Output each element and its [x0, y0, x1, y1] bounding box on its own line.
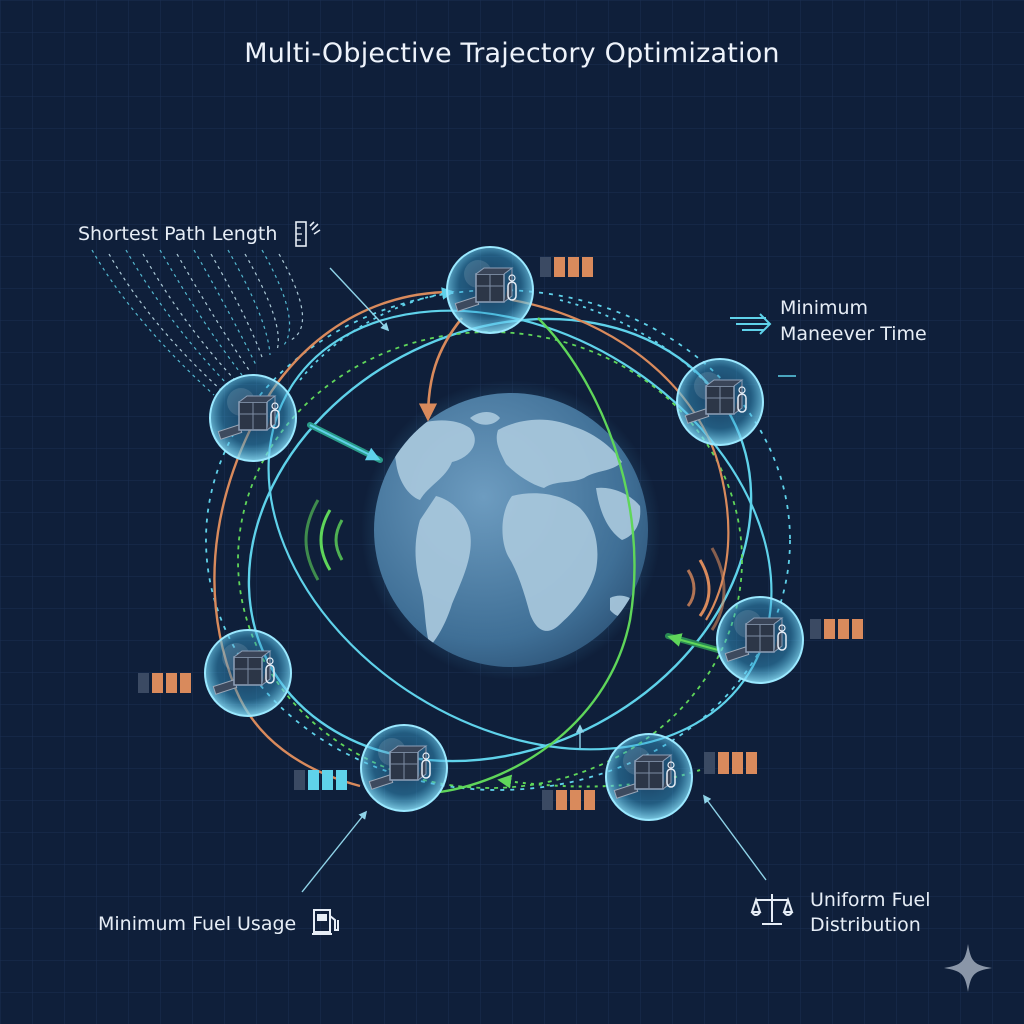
orbit-green-dashed — [237, 331, 743, 789]
shortest-path-ray — [261, 249, 291, 346]
shortest-path-ray — [125, 249, 229, 386]
orbit-cyan-arrow-top — [299, 287, 455, 381]
shortest-path-ray — [193, 249, 257, 366]
satellites — [204, 246, 804, 821]
fuel-bars — [704, 752, 757, 774]
earth — [361, 380, 661, 680]
fuel-bar-indicators — [138, 257, 863, 810]
label-minimum-maneuver-time-line2: Maneever Time — [780, 323, 927, 345]
shortest-path-ray — [278, 253, 304, 341]
shortest-path-ray — [142, 253, 236, 381]
shortest-path-rays — [91, 249, 304, 396]
label-minimum-fuel-usage: Minimum Fuel Usage — [98, 913, 297, 935]
orbit-green-solid — [439, 317, 636, 794]
shortest-path-ray — [108, 253, 222, 391]
fuel-pump-icon — [312, 909, 339, 935]
fuel-bars — [294, 770, 347, 790]
label-uniform-fuel-line1: Uniform Fuel — [810, 889, 931, 911]
satellite — [676, 358, 764, 446]
signal-arcs-left — [304, 499, 344, 581]
signal-arcs-right — [686, 547, 726, 631]
speed-lines-icon — [730, 313, 796, 377]
satellite — [716, 596, 804, 684]
shortest-path-ray — [227, 249, 271, 356]
satellite — [209, 374, 297, 462]
orbit-orange-left — [213, 290, 453, 788]
earth-continents — [392, 412, 641, 646]
satellite — [360, 724, 448, 812]
fuel-bars — [138, 673, 191, 693]
label-shortest-path: Shortest Path Length — [78, 223, 278, 245]
shortest-path-ray — [159, 249, 243, 376]
label-uniform-fuel-line2: Distribution — [810, 914, 921, 936]
thrust-arrows — [307, 422, 721, 653]
label-uniform-fuel-distribution: Uniform Fuel Distribution — [810, 888, 930, 938]
fuel-bars — [542, 790, 595, 810]
satellite — [605, 733, 693, 821]
fuel-bars — [540, 257, 593, 277]
satellite — [204, 629, 292, 717]
label-minimum-maneuver-time: Minimum Maneever Time — [780, 296, 927, 347]
orbit-green-arrow-bottom — [497, 769, 701, 789]
shortest-path-ray — [210, 253, 264, 361]
label-minimum-maneuver-time-line1: Minimum — [780, 297, 869, 319]
fuel-bars — [810, 619, 863, 639]
leader-lines — [301, 267, 767, 893]
diagram-title: Multi-Objective Trajectory Optimization — [244, 38, 780, 69]
sparkle-icon — [944, 944, 992, 992]
balance-scale-icon — [750, 894, 794, 925]
orbit-orange-arrow — [418, 317, 464, 422]
shortest-path-ray — [244, 253, 279, 351]
ruler-icon — [295, 221, 321, 247]
satellite — [446, 246, 534, 334]
orbit-cyan-dashed-outer — [205, 289, 791, 791]
